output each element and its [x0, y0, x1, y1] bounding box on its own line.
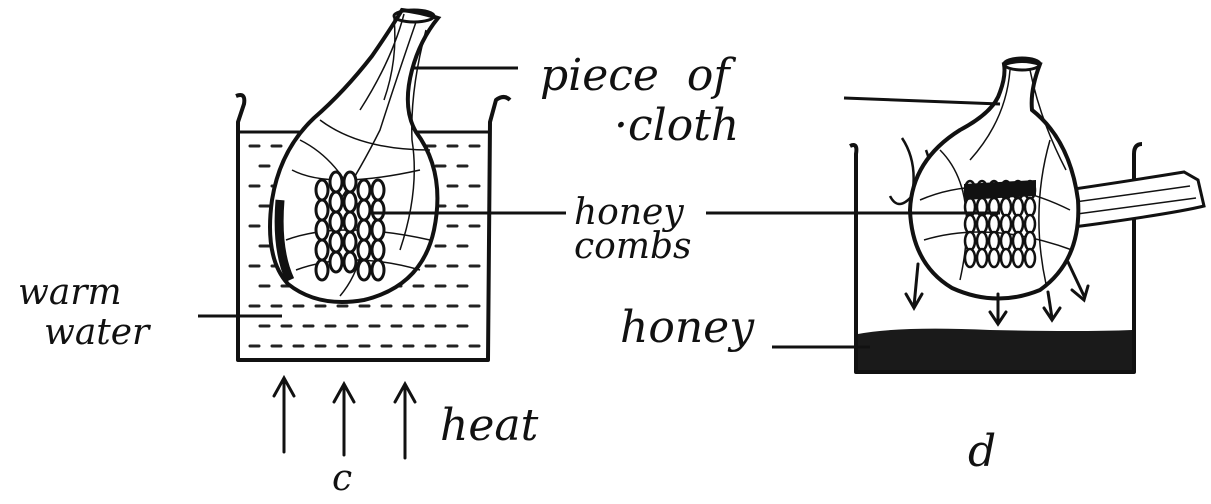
comb-cell — [372, 260, 384, 280]
setup-d — [706, 58, 1204, 372]
label-d: d — [968, 426, 996, 477]
comb-cell — [358, 180, 370, 200]
comb-cell — [358, 200, 370, 220]
label-warm: warm — [18, 272, 122, 313]
comb-cell — [372, 220, 384, 240]
comb-cell — [372, 240, 384, 260]
comb-cell — [965, 232, 975, 250]
comb-cell — [316, 200, 328, 220]
comb-cell — [344, 172, 356, 192]
comb-cell — [1013, 232, 1023, 250]
comb-cell — [965, 215, 975, 233]
setup-c — [198, 10, 566, 458]
comb-cell — [1025, 249, 1035, 267]
comb-cell — [977, 249, 987, 267]
comb-cell — [1001, 215, 1011, 233]
heat-arrows — [274, 378, 415, 458]
comb-cell — [316, 240, 328, 260]
comb-cell — [316, 260, 328, 280]
label-heat: heat — [440, 400, 539, 451]
label-water: water — [44, 312, 151, 353]
comb-cell — [344, 212, 356, 232]
comb-cell — [330, 252, 342, 272]
label-piece-of: piece of — [540, 50, 736, 101]
honey-combs-c — [316, 172, 384, 280]
comb-cell — [1001, 232, 1011, 250]
leader-cloth-d — [844, 98, 1000, 104]
comb-cell — [977, 215, 987, 233]
honey-layer — [858, 329, 1132, 370]
comb-cell — [330, 232, 342, 252]
comb-cell — [344, 252, 356, 272]
comb-cell — [1025, 198, 1035, 216]
comb-cell — [330, 172, 342, 192]
comb-cell — [989, 249, 999, 267]
comb-cell — [1001, 249, 1011, 267]
comb-cell — [965, 249, 975, 267]
comb-cell — [372, 200, 384, 220]
label-c: c — [332, 458, 352, 499]
comb-cell — [358, 260, 370, 280]
label-cloth: ·cloth — [614, 100, 739, 151]
comb-cell — [977, 232, 987, 250]
comb-cell — [372, 180, 384, 200]
comb-cell — [1013, 249, 1023, 267]
comb-cell — [330, 212, 342, 232]
comb-cell — [344, 232, 356, 252]
comb-cell — [989, 215, 999, 233]
comb-cell — [1025, 232, 1035, 250]
comb-cell — [344, 192, 356, 212]
comb-cell — [989, 232, 999, 250]
comb-cell — [358, 240, 370, 260]
label-honey-combs-2: combs — [574, 226, 692, 267]
comb-cell — [316, 180, 328, 200]
comb-cell — [358, 220, 370, 240]
comb-cell — [1013, 198, 1023, 216]
comb-cell — [330, 192, 342, 212]
comb-cell — [1001, 198, 1011, 216]
comb-cell — [1013, 215, 1023, 233]
comb-cell — [1025, 215, 1035, 233]
label-honey: honey — [620, 302, 755, 353]
comb-cell — [316, 220, 328, 240]
